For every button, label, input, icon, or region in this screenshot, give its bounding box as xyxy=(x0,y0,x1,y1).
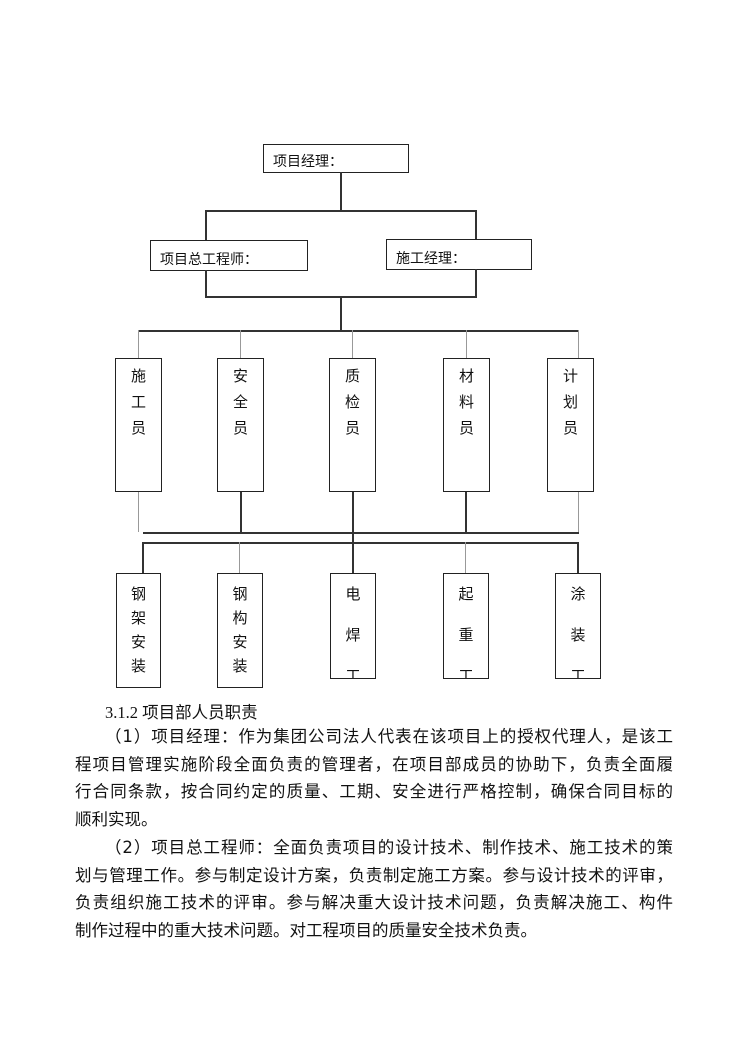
box-planner: 计划员 xyxy=(547,358,594,492)
connector xyxy=(466,330,467,358)
connector xyxy=(239,542,240,573)
box-project-manager: 项目经理： xyxy=(263,144,409,173)
connector xyxy=(240,330,241,358)
char: 安 xyxy=(130,633,146,651)
char: 料 xyxy=(458,393,474,411)
char: 工 xyxy=(345,667,361,679)
paragraph-project-manager: （1）项目经理：作为集团公司法人代表在该项目上的授权代理人，是该工 程项目管理实… xyxy=(75,723,673,834)
box-safety-officer: 安全员 xyxy=(217,358,264,492)
text-line: （1）项目经理：作为集团公司法人代表在该项目上的授权代理人，是该工 xyxy=(105,727,673,746)
char: 划 xyxy=(562,393,578,411)
char: 员 xyxy=(344,419,360,437)
box-label: 施工经理： xyxy=(396,251,466,267)
char: 构 xyxy=(232,609,248,627)
box-steel-structure-install: 钢构安装 xyxy=(217,573,263,688)
connector xyxy=(465,492,467,532)
char: 材 xyxy=(458,367,474,385)
box-quality-inspector: 质检员 xyxy=(329,358,376,492)
box-label: 项目总工程师： xyxy=(160,252,258,268)
char: 工 xyxy=(570,667,586,679)
char: 计 xyxy=(562,367,578,385)
char: 钢 xyxy=(130,585,146,603)
box-label: 项目经理： xyxy=(273,154,343,170)
char: 架 xyxy=(130,609,146,627)
text-line: 顺利实现。 xyxy=(75,810,158,830)
char: 检 xyxy=(344,393,360,411)
text-line: （2）项目总工程师：全面负责项目的设计技术、制作技术、施工技术的策 xyxy=(105,838,673,857)
connector xyxy=(205,270,207,297)
char: 电 xyxy=(345,585,361,603)
connector xyxy=(578,330,579,358)
char: 重 xyxy=(458,626,474,644)
char: 全 xyxy=(232,393,248,411)
connector xyxy=(577,542,579,573)
char: 涂 xyxy=(570,585,586,603)
connector xyxy=(205,210,207,240)
char: 工 xyxy=(130,393,146,411)
box-construction-manager: 施工经理： xyxy=(386,239,532,270)
text-line: 行合同条款，按合同约定的质量、工期、安全进行严格控制，确保合同目标的 xyxy=(75,782,673,802)
connector xyxy=(138,492,139,532)
connector xyxy=(240,492,242,532)
char: 装 xyxy=(570,626,586,644)
box-chief-engineer: 项目总工程师： xyxy=(150,240,308,271)
connector xyxy=(340,172,342,210)
box-materials-officer: 材料员 xyxy=(443,358,490,492)
connector xyxy=(352,330,353,358)
connector xyxy=(143,532,579,534)
connector xyxy=(465,542,466,573)
connector xyxy=(475,210,477,240)
char: 施 xyxy=(130,367,146,385)
connector xyxy=(578,492,579,532)
char: 员 xyxy=(458,419,474,437)
box-steel-frame-install: 钢架安装 xyxy=(116,573,161,688)
char: 员 xyxy=(562,419,578,437)
connector xyxy=(142,542,579,544)
connector xyxy=(138,330,579,332)
char: 工 xyxy=(458,667,474,679)
char: 装 xyxy=(232,657,248,675)
connector xyxy=(142,542,144,573)
text-line: 制作过程中的重大技术问题。对工程项目的质量安全技术负责。 xyxy=(75,921,537,941)
box-builder: 施工员 xyxy=(115,358,162,492)
char: 钢 xyxy=(232,585,248,603)
char: 安 xyxy=(232,633,248,651)
section-heading: 3.1.2 项目部人员职责 xyxy=(105,703,258,722)
char: 焊 xyxy=(345,626,361,644)
char: 质 xyxy=(344,367,360,385)
paragraph-chief-engineer: （2）项目总工程师：全面负责项目的设计技术、制作技术、施工技术的策 划与管理工作… xyxy=(75,834,673,945)
box-crane-operator: 起重工 xyxy=(443,573,489,679)
connector xyxy=(138,330,139,358)
box-welder: 电焊工 xyxy=(330,573,376,679)
text-line: 划与管理工作。参与制定设计方案，负责制定施工方案。参与设计技术的评审， xyxy=(75,865,673,885)
connector xyxy=(475,269,477,297)
connector xyxy=(205,210,477,212)
char: 起 xyxy=(458,585,474,603)
char: 员 xyxy=(130,419,146,437)
char: 员 xyxy=(232,419,248,437)
text-line: 负责组织施工技术的评审。参与解决重大设计技术问题，负责解决施工、构件 xyxy=(75,893,673,913)
char: 装 xyxy=(130,657,146,675)
connector xyxy=(340,296,342,330)
text-line: 程项目管理实施阶段全面负责的管理者，在项目部成员的协助下，负责全面履 xyxy=(75,754,673,774)
box-painter: 涂装工 xyxy=(555,573,601,679)
char: 安 xyxy=(232,367,248,385)
